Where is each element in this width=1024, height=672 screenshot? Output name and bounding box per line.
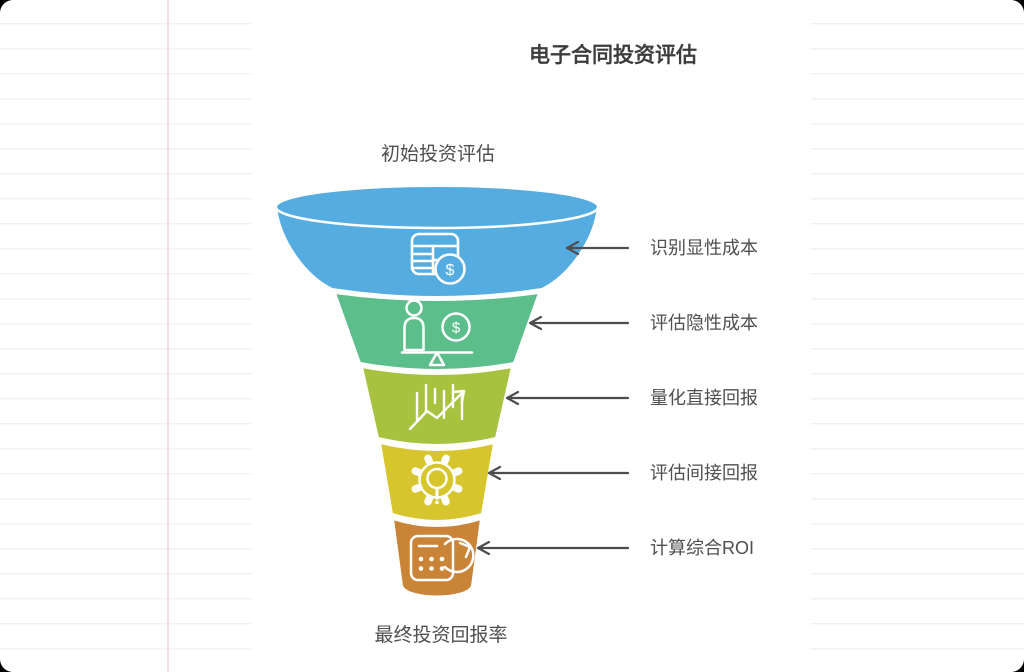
stage-label-1: 识别显性成本	[650, 238, 758, 258]
page-title: 电子合同投资评估	[529, 44, 697, 67]
stage-label-2: 评估隐性成本	[650, 313, 758, 333]
notebook-margin-line	[167, 0, 169, 672]
funnel-bottom-label: 最终投资回报率	[374, 625, 508, 646]
stage-label-3: 量化直接回报	[650, 388, 758, 408]
funnel-top-label: 初始投资评估	[380, 144, 496, 165]
chart-panel	[251, 0, 811, 672]
stage-label-5: 计算综合ROI	[650, 538, 755, 558]
stage-label-4: 评估间接回报	[650, 463, 758, 483]
